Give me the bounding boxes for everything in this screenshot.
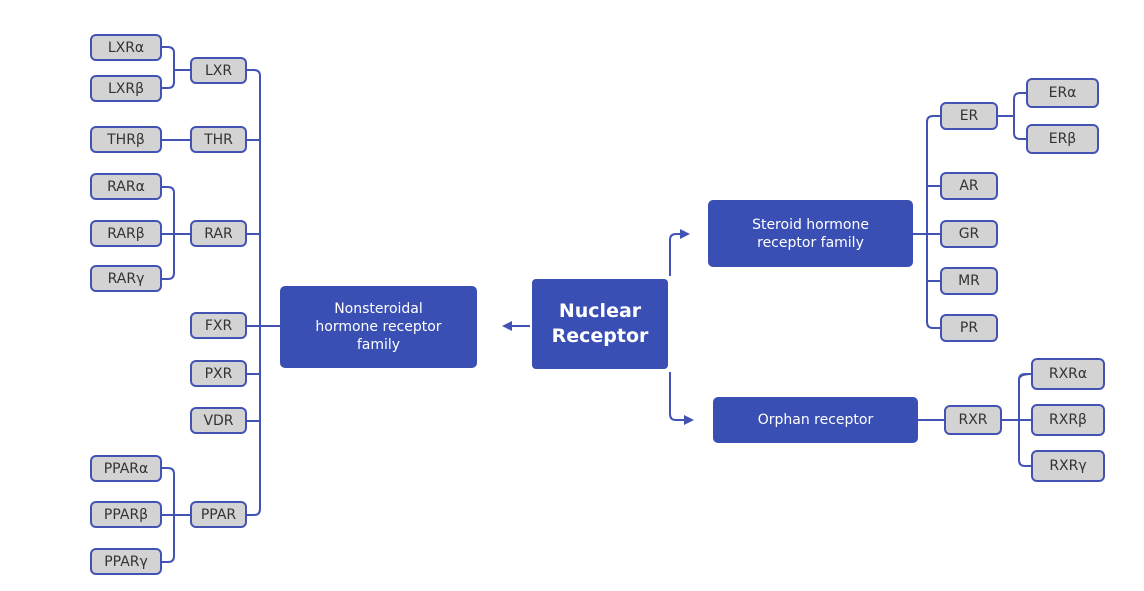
node-rar: RAR	[190, 220, 247, 247]
connector-left-trunk	[247, 69, 280, 516]
node-lxr-beta: LXRβ	[90, 75, 162, 102]
node-fxr: FXR	[190, 312, 247, 339]
node-ppar-gamma: PPARγ	[90, 548, 162, 575]
node-ppar-alpha: PPARα	[90, 455, 162, 482]
connector-center-to-orphan	[669, 372, 694, 425]
connector-er-subtypes	[998, 92, 1026, 140]
nuclear-receptor-block: Nuclear Receptor	[532, 279, 668, 369]
node-er-beta: ERβ	[1026, 124, 1099, 154]
node-gr: GR	[940, 220, 998, 248]
node-rxr-beta: RXRβ	[1031, 404, 1105, 436]
node-ppar-beta: PPARβ	[90, 501, 162, 528]
node-pr: PR	[940, 314, 998, 342]
node-mr: MR	[940, 267, 998, 295]
node-vdr: VDR	[190, 407, 247, 434]
node-rxr-alpha: RXRα	[1031, 358, 1105, 390]
connector-rar-subtypes	[162, 186, 190, 280]
node-er: ER	[940, 102, 998, 130]
node-lxr-alpha: LXRα	[90, 34, 162, 61]
orphan-receptor-label: Orphan receptor	[757, 412, 874, 428]
nonsteroidal-family-block: Nonsteroidal hormone receptor family	[280, 286, 477, 368]
node-er-alpha: ERα	[1026, 78, 1099, 108]
connector-center-to-steroid	[669, 229, 690, 276]
connector-lxr-subtypes	[162, 46, 190, 89]
node-rar-gamma: RARγ	[90, 265, 162, 292]
node-ppar: PPAR	[190, 501, 247, 528]
node-rxr-gamma: RXRγ	[1031, 450, 1105, 482]
steroid-family-label: Steroid hormone receptor family	[752, 216, 869, 251]
node-rar-beta: RARβ	[90, 220, 162, 247]
connector-steroid-trunk	[913, 115, 940, 329]
node-ar: AR	[940, 172, 998, 200]
node-thr-beta: THRβ	[90, 126, 162, 153]
node-lxr: LXR	[190, 57, 247, 84]
orphan-receptor-block: Orphan receptor	[713, 397, 918, 443]
steroid-family-block: Steroid hormone receptor family	[708, 200, 913, 267]
node-rxr: RXR	[944, 405, 1002, 435]
nuclear-receptor-label: Nuclear Receptor	[551, 300, 649, 347]
node-rar-alpha: RARα	[90, 173, 162, 200]
nonsteroidal-family-label: Nonsteroidal hormone receptor family	[315, 301, 442, 353]
node-thr: THR	[190, 126, 247, 153]
connector-ppar-subtypes	[162, 467, 190, 563]
connector-rxr-subtypes	[1002, 373, 1032, 467]
node-pxr: PXR	[190, 360, 247, 387]
